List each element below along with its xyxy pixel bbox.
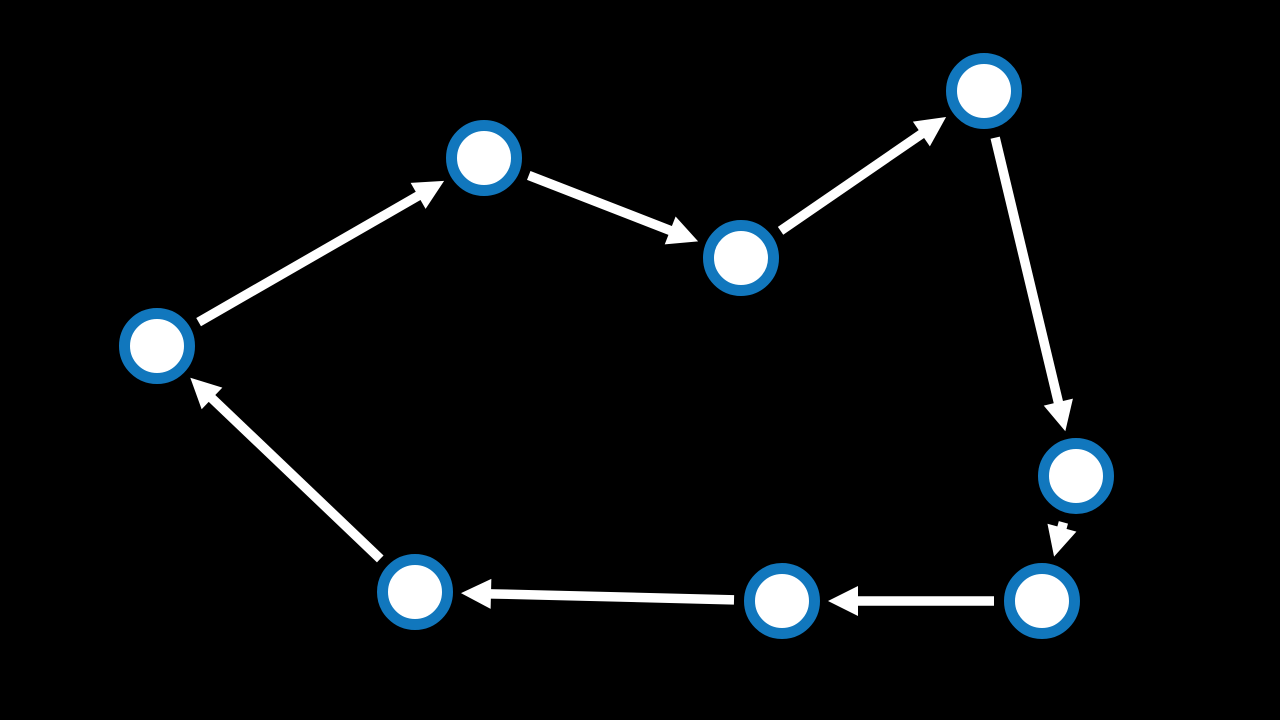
arrowhead-icon xyxy=(190,377,223,410)
graph-node-right xyxy=(1038,438,1114,514)
arrowhead-icon xyxy=(410,180,445,209)
edge-arrow-2 xyxy=(527,170,699,245)
graph-node-bottom-middle xyxy=(744,563,820,639)
edge-line xyxy=(990,136,1064,406)
graph-node-upper-mid xyxy=(446,120,522,196)
edge-arrow-1 xyxy=(196,180,445,327)
node-layer xyxy=(119,53,1114,639)
arrowhead-icon xyxy=(664,216,699,245)
edge-line xyxy=(196,190,423,327)
edge-line xyxy=(488,589,735,605)
edge-arrow-8 xyxy=(190,377,384,563)
graph-node-bottom-left xyxy=(377,554,453,630)
edge-line xyxy=(207,393,384,563)
edge-arrow-5 xyxy=(1047,521,1077,557)
arrowhead-icon xyxy=(828,586,858,616)
edge-arrow-4 xyxy=(990,136,1073,432)
graph-node-middle xyxy=(703,220,779,296)
edge-line xyxy=(777,128,926,235)
arrowhead-icon xyxy=(1043,398,1073,432)
arrowhead-icon xyxy=(1047,523,1077,557)
graph-node-bottom-right xyxy=(1004,563,1080,639)
arrowhead-icon xyxy=(912,117,947,147)
arrowhead-icon xyxy=(460,578,492,609)
edge-arrow-3 xyxy=(777,117,947,235)
edge-arrow-6 xyxy=(828,586,994,616)
edge-layer xyxy=(190,117,1077,616)
graph-node-top-right xyxy=(946,53,1022,129)
edge-line xyxy=(527,170,674,236)
edge-arrow-7 xyxy=(460,578,735,609)
graph-node-left xyxy=(119,308,195,384)
